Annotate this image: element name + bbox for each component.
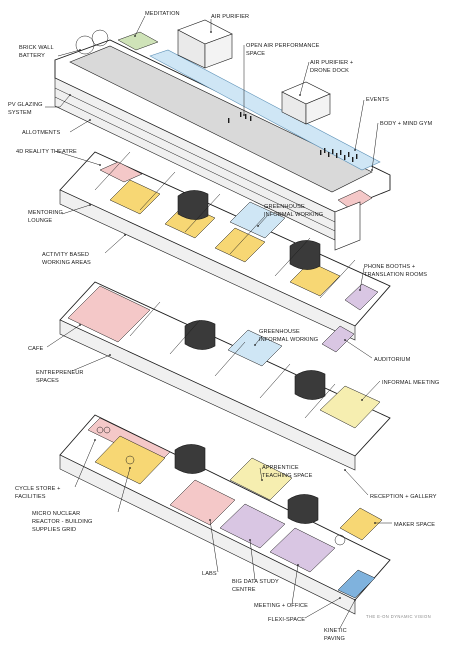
label-labs: LABS bbox=[202, 571, 217, 577]
label-open-air-2: SPACE bbox=[246, 51, 265, 57]
label-phone-booths-2: TRANSLATION ROOMS bbox=[364, 272, 427, 278]
kinetic-paving-zone bbox=[337, 569, 376, 599]
stair-core bbox=[294, 370, 326, 400]
auditorium-zone bbox=[321, 325, 355, 353]
leader-lines bbox=[45, 15, 392, 629]
roof-deck bbox=[69, 45, 373, 193]
labs-zone bbox=[169, 479, 236, 526]
label-open-air-1: OPEN AIR PERFORMANCE bbox=[246, 43, 320, 49]
label-drone-1: AIR PURIFIER + bbox=[310, 60, 353, 66]
table-icon bbox=[334, 534, 346, 546]
events-crowd bbox=[228, 112, 358, 162]
label-pv-glazing-1: PV GLAZING bbox=[8, 102, 43, 108]
label-entrepreneur-1: ENTREPRENEUR bbox=[36, 370, 84, 376]
label-kinetic-paving-2: PAVING bbox=[324, 636, 345, 642]
label-pv-glazing-2: SYSTEM bbox=[8, 110, 32, 116]
label-mentoring-1: MENTORING bbox=[28, 210, 63, 216]
maker-space-zone bbox=[339, 507, 383, 541]
label-big-data-1: BIG DATA STUDY bbox=[232, 579, 279, 585]
greenhouse-zone bbox=[227, 329, 283, 367]
stair-core bbox=[287, 494, 319, 524]
big-data-zone bbox=[219, 503, 286, 549]
label-air-purifier: AIR PURIFIER bbox=[211, 14, 249, 20]
tree-icon bbox=[91, 29, 109, 47]
stair-core bbox=[174, 444, 206, 474]
label-apprentice-2: TEACHING SPACE bbox=[262, 473, 313, 479]
label-reception-gallery: RECEPTION + GALLERY bbox=[370, 494, 437, 500]
level-three bbox=[59, 151, 391, 341]
label-kinetic-paving-1: KINETIC bbox=[324, 628, 347, 634]
tree-icon bbox=[75, 35, 95, 55]
label-activity-1: ACTIVITY BASED bbox=[42, 252, 89, 258]
entrance-tower bbox=[334, 201, 361, 251]
reactor-icon bbox=[125, 455, 135, 465]
label-micro-nuclear-3: SUPPLIES GRID bbox=[32, 527, 76, 533]
meeting-office-zone bbox=[269, 527, 336, 573]
bicycle-icon bbox=[103, 426, 111, 434]
label-micro-nuclear-2: REACTOR - BUILDING bbox=[32, 519, 92, 525]
label-micro-nuclear-1: MICRO NUCLEAR bbox=[32, 511, 80, 517]
label-greenhouse-2-1: GREENHOUSE bbox=[259, 329, 300, 335]
label-allotments: ALLOTMENTS bbox=[22, 130, 60, 136]
roof-glazing-strip bbox=[149, 49, 381, 171]
label-reality-theatre: 4D REALITY THEATRE bbox=[16, 149, 77, 155]
label-auditorium: AUDITORIUM bbox=[374, 357, 411, 363]
apprentice-zone bbox=[229, 457, 293, 501]
stair-core bbox=[184, 320, 216, 350]
label-entrepreneur-2: SPACES bbox=[36, 378, 59, 384]
label-cafe: CAFE bbox=[28, 346, 43, 352]
stair-core bbox=[289, 240, 321, 270]
body-mind-gym-deck bbox=[337, 189, 373, 211]
label-meditation: MEDITATION bbox=[145, 11, 180, 17]
label-greenhouse-1-2: INFORMAL WORKING bbox=[264, 212, 323, 218]
label-maker-space: MAKER SPACE bbox=[394, 522, 435, 528]
working-area bbox=[109, 179, 161, 215]
label-body-mind-gym: BODY + MIND GYM bbox=[380, 121, 432, 127]
level-two bbox=[59, 281, 391, 471]
ground-level bbox=[59, 414, 391, 615]
label-greenhouse-1-1: GREENHOUSE bbox=[264, 204, 305, 210]
label-cycle-store-1: CYCLE STORE + bbox=[15, 486, 61, 492]
reality-theatre-zone bbox=[99, 161, 143, 183]
phone-booth-zone bbox=[344, 283, 379, 311]
label-flexi-space: FLEXI-SPACE bbox=[268, 617, 305, 623]
working-area bbox=[214, 227, 266, 263]
label-big-data-2: CENTRE bbox=[232, 587, 256, 593]
label-brick-wall-battery-2: BATTERY bbox=[19, 53, 45, 59]
callout-labels: MEDITATION AIR PURIFIER BRICK WALL BATTE… bbox=[8, 11, 439, 642]
label-drone-2: DRONE DOCK bbox=[310, 68, 349, 74]
roof-level bbox=[54, 19, 391, 251]
label-phone-booths-1: PHONE BOOTHS + bbox=[364, 264, 415, 270]
label-greenhouse-2-2: INFORMAL WORKING bbox=[259, 337, 318, 343]
label-informal-meeting: INFORMAL MEETING bbox=[382, 380, 439, 386]
label-meeting-office: MEETING + OFFICE bbox=[254, 603, 308, 609]
label-mentoring-2: LOUNGE bbox=[28, 218, 52, 224]
label-cycle-store-2: FACILITIES bbox=[15, 494, 46, 500]
label-events: EVENTS bbox=[366, 97, 389, 103]
credit-line: THE E-ON DYNAMIC VISION bbox=[366, 614, 431, 619]
greenhouse-zone bbox=[229, 201, 286, 239]
cafe-zone bbox=[67, 285, 151, 343]
stair-core bbox=[177, 190, 209, 220]
label-apprentice-1: APPRENTICE bbox=[262, 465, 299, 471]
label-activity-2: WORKING AREAS bbox=[42, 260, 91, 266]
label-brick-wall-battery-1: BRICK WALL bbox=[19, 45, 54, 51]
meditation-deck bbox=[117, 31, 159, 51]
bicycle-icon bbox=[96, 426, 104, 434]
micro-nuclear-zone bbox=[94, 435, 166, 485]
